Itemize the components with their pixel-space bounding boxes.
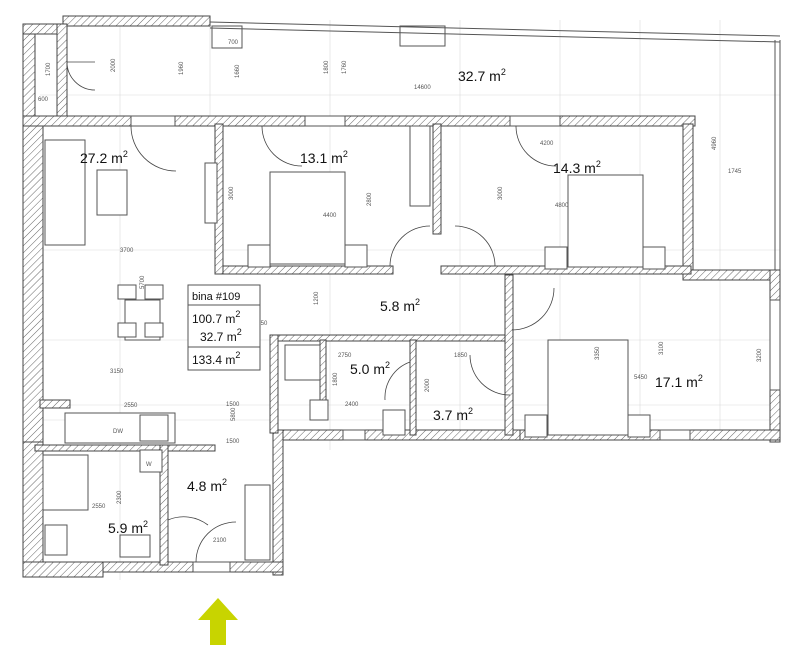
dimension-label: 1960 [179, 61, 185, 75]
toilet-1 [309, 399, 329, 421]
dimension-label: 2100 [213, 538, 227, 544]
dimension-label: 1745 [728, 169, 742, 175]
dimension-label: 3000 [498, 186, 504, 200]
dimension-label: 4200 [540, 141, 554, 147]
washer [139, 449, 163, 473]
area-label-hall: 5.8 m2 [380, 297, 420, 314]
dimension-label: 3150 [110, 369, 124, 375]
dimension-label: 1200 [314, 291, 320, 305]
sofa [44, 139, 86, 246]
dimension-label: 1660 [235, 64, 241, 78]
sink-2 [119, 534, 151, 558]
info-card-total: 133.4 m2 [192, 350, 240, 367]
area-label-wc: 3.7 m2 [433, 406, 473, 423]
dimension-label: 3100 [659, 341, 665, 355]
dimension-label: 700 [228, 40, 239, 46]
area-label-entry: 4.8 m2 [187, 477, 227, 494]
dimension-labels: 700 1700 2000 1960 1660 1800 1760 14600 600 4200 4… [38, 40, 763, 544]
coffee-table [96, 169, 128, 216]
dimension-label: 9550 [254, 321, 268, 327]
washer-label: W [146, 462, 152, 468]
dimension-label: 2000 [111, 58, 117, 72]
dimension-label: 1800 [333, 372, 339, 386]
dimension-label: 2750 [338, 353, 352, 359]
doors [130, 125, 557, 563]
bed-1 [269, 171, 346, 265]
bed-2 [567, 174, 644, 268]
shower-2 [42, 454, 89, 511]
info-card-area2: 32.7 m2 [200, 327, 242, 344]
area-label-terrace: 32.7 m2 [458, 67, 506, 84]
room-area-labels: 32.7 m2 27.2 m2 13.1 m2 14.3 m2 5.8 m2 5.0 m2… [80, 67, 703, 536]
dimension-label: 2800 [367, 192, 373, 206]
dimension-label: 2400 [345, 402, 359, 408]
dimension-label: 3350 [595, 346, 601, 360]
dimension-label: 1700 [46, 62, 52, 76]
dimension-label: 5800 [231, 407, 237, 421]
dimension-label: 14600 [414, 85, 431, 91]
area-label-bath1: 5.0 m2 [350, 360, 390, 377]
area-label-bedroom2: 14.3 m2 [553, 159, 601, 176]
area-label-bath2: 5.9 m2 [108, 519, 148, 536]
area-label-bedroom1: 13.1 m2 [300, 149, 348, 166]
dimension-label: 600 [38, 97, 49, 103]
terrace [22, 15, 781, 275]
dimension-label: 4960 [712, 136, 718, 150]
exterior-walls [22, 115, 781, 578]
area-label-living: 27.2 m2 [80, 149, 128, 166]
info-card: bina #109 100.7 m2 32.7 m2 133.4 m2 [187, 284, 261, 371]
dimension-label: 2300 [117, 490, 123, 504]
dimension-label: 1500 [226, 439, 240, 445]
bed-3 [547, 339, 629, 436]
info-card-title: bina #109 [192, 291, 240, 303]
furniture [42, 125, 666, 561]
shower-1 [284, 344, 321, 381]
dimension-label: 1850 [454, 353, 468, 359]
dimension-label: 4400 [323, 213, 337, 219]
dimension-label: 2000 [425, 378, 431, 392]
dimension-label: 3000 [229, 186, 235, 200]
wardrobe [244, 484, 271, 561]
dimension-label: 1800 [324, 60, 330, 74]
dimension-label: 3200 [757, 348, 763, 362]
windows [130, 115, 781, 573]
interior-walls [34, 123, 692, 566]
dimension-label: 5700 [140, 275, 146, 289]
dimension-label: 5450 [634, 375, 648, 381]
sink-1 [382, 409, 406, 436]
entrance-arrow-icon [198, 598, 238, 645]
dishwasher-label: DW [113, 429, 123, 435]
toilet-2 [44, 524, 68, 556]
closet [409, 125, 431, 207]
dimension-label: 1760 [342, 60, 348, 74]
area-label-bedroom3: 17.1 m2 [655, 373, 703, 390]
tv-unit [204, 162, 218, 224]
dimension-label: 4800 [555, 203, 569, 209]
dimension-label: 3700 [120, 248, 134, 254]
dimension-label: 1500 [226, 402, 240, 408]
dimension-label: 2550 [124, 403, 138, 409]
dimension-label: 2550 [92, 504, 106, 510]
info-card-area1: 100.7 m2 [192, 309, 240, 326]
